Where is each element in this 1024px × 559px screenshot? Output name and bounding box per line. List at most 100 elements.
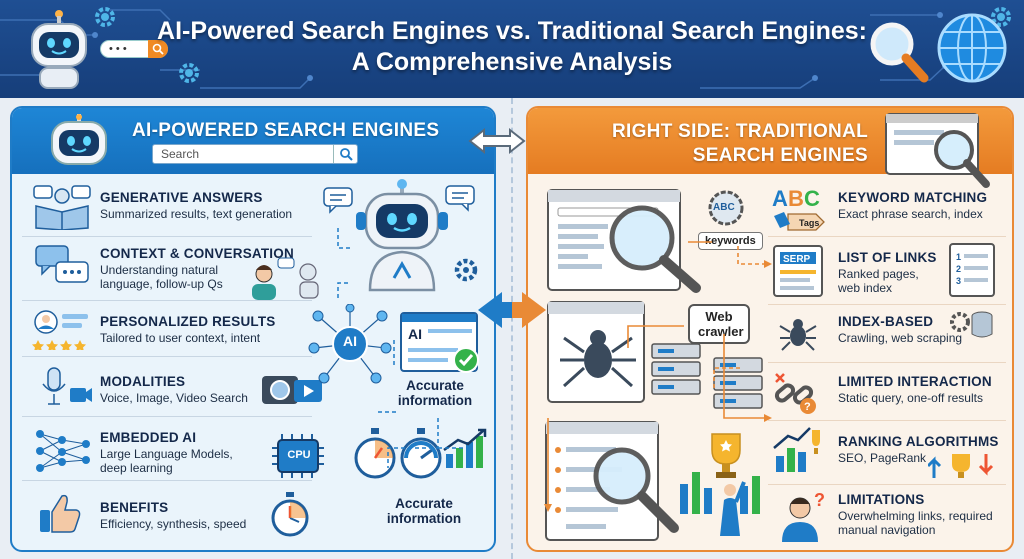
feature-title: BENEFITS [100,500,169,515]
search-placeholder: Search [161,147,200,161]
ai-node-label: AI [343,333,357,349]
feature-title: MODALITIES [100,374,186,389]
bug-crawler-icon [779,319,817,351]
ai-robot-icon [356,179,448,292]
divider [768,304,1006,305]
feature-title: LIST OF LINKS [838,250,937,265]
split-arrow-icon [478,292,546,328]
svg-text:A: A [772,186,788,211]
feature-desc: Large Language Models, deep learning [100,447,233,475]
results-magnifier-illustration [545,421,679,541]
gear-icon [991,7,1011,27]
feature-generative-answers: GENERATIVE ANSWERS Summarized results, t… [100,190,292,221]
feature-keyword-matching: KEYWORD MATCHING Exact phrase search, in… [838,190,987,221]
feature-title: PERSONALIZED RESULTS [100,314,276,329]
browser-magnifier-icon [885,113,990,188]
traditional-panel: RIGHT SIDE: TRADITIONAL SEARCH ENGINES A… [526,106,1014,552]
feature-desc: Crawling, web scraping [838,331,963,345]
divider [768,362,1006,363]
ranking-chart-icon [773,427,820,472]
flow-connectors [544,241,772,512]
chat-bubbles-icon [35,245,89,283]
book-ai-icon [33,185,91,230]
serp-list-icon [773,245,823,297]
ai-panel-title: AI-POWERED SEARCH ENGINES [132,120,440,141]
title-line-1: RIGHT SIDE: TRADITIONAL [612,121,868,142]
feature-personalized-results: PERSONALIZED RESULTS Tailored to user co… [100,314,276,345]
page-title: AI-Powered Search Engines vs. Traditiona… [150,16,874,78]
gear-icon [95,7,115,27]
feature-title: EMBEDDED AI [100,430,197,445]
svg-text:2: 2 [956,264,961,274]
confused-person-icon: ? [782,490,825,542]
gear-icon [454,258,478,282]
svg-text:?: ? [814,490,825,510]
cpu-label: CPU [287,449,311,461]
svg-text:?: ? [804,401,811,413]
svg-text:1: 1 [956,252,961,262]
mini-search-bar[interactable]: • • • [100,40,168,58]
bar-chart-rising-icon [443,428,487,468]
feature-title: LIMITATIONS [838,492,925,507]
feature-title: CONTEXT & CONVERSATION [100,246,294,261]
trophy-chart-illustration [680,433,760,536]
feature-desc: Tailored to user context, intent [100,331,261,345]
browser-magnifier-illustration [547,189,701,293]
robot-icon [51,114,107,165]
flow-connectors [337,228,469,468]
tags-label: Tags [799,218,820,228]
feature-limited-interaction: LIMITED INTERACTION Static query, one-of… [838,374,992,405]
feature-benefits: BENEFITS Efficiency, synthesis, speed [100,500,246,531]
feature-desc: Voice, Image, Video Search [100,391,248,405]
feature-list-of-links: LIST OF LINKS Ranked pages, web index [838,250,938,295]
svg-text:3: 3 [956,276,961,286]
ranked-list-icon: 1 2 3 [949,243,995,297]
magnifier-icon [870,22,929,83]
svg-text:B: B [788,186,804,211]
checkmark-icon [453,347,479,373]
title-line-2: SEARCH ENGINES [692,145,868,166]
mini-search-button[interactable] [148,40,168,58]
gear-database-icon [950,311,993,338]
feature-desc: Understanding natural language, follow-u… [100,263,223,291]
stopwatch-icon [271,492,309,537]
feature-embedded-ai: EMBEDDED AI Large Language Models, deep … [100,430,250,475]
feature-desc: Exact phrase search, index [838,207,983,221]
feature-index-based: INDEX-BASED Crawling, web scraping [838,314,962,345]
feature-title: RANKING ALGORITHMS [838,434,999,449]
feature-desc: Overwhelming links, required manual navi… [838,509,993,537]
serp-label: SERP [783,254,811,265]
feature-ranking-algorithms: RANKING ALGORITHMS SEO, PageRank [838,434,999,465]
ai-result-window: AI [400,312,478,372]
divider [768,236,1006,237]
microphone-video-icon [42,367,92,405]
chat-bubble-icon [323,187,353,214]
camera-play-icon [262,376,322,404]
feature-modalities: MODALITIES Voice, Image, Video Search [100,374,248,405]
feature-title: LIMITED INTERACTION [838,374,992,389]
feature-title: KEYWORD MATCHING [838,190,988,205]
thumbs-up-icon [40,494,81,533]
chat-bubble-icon [445,185,475,212]
feature-context-conversation: CONTEXT & CONVERSATION Understanding nat… [100,246,294,291]
gear-icon [179,63,199,83]
feature-title: GENERATIVE ANSWERS [100,190,263,205]
divider [22,300,312,301]
feature-desc: Summarized results, text generation [100,207,293,221]
double-arrow-icon [468,127,526,155]
ai-search-input[interactable]: Search [152,144,358,164]
robot-icon [31,10,87,89]
broken-link-icon: ? [774,373,816,414]
feature-desc: Ranked pages, web index [838,267,919,295]
cpu-chip-icon [272,434,324,478]
accurate-info-label-2: Accurate information [386,496,462,526]
person-robot-chat-icon [252,257,319,300]
header-banner: • • • AI-Powered Search Engines vs. Trad… [0,0,1024,98]
ai-panel: AI-POWERED SEARCH ENGINES Search GENERAT… [10,106,496,552]
search-button[interactable] [333,145,357,163]
ai-window-label: AI [408,326,422,342]
server-stack-icon [651,343,701,395]
divider [22,236,312,237]
spider-browser-illustration [547,301,645,403]
divider [22,480,312,481]
